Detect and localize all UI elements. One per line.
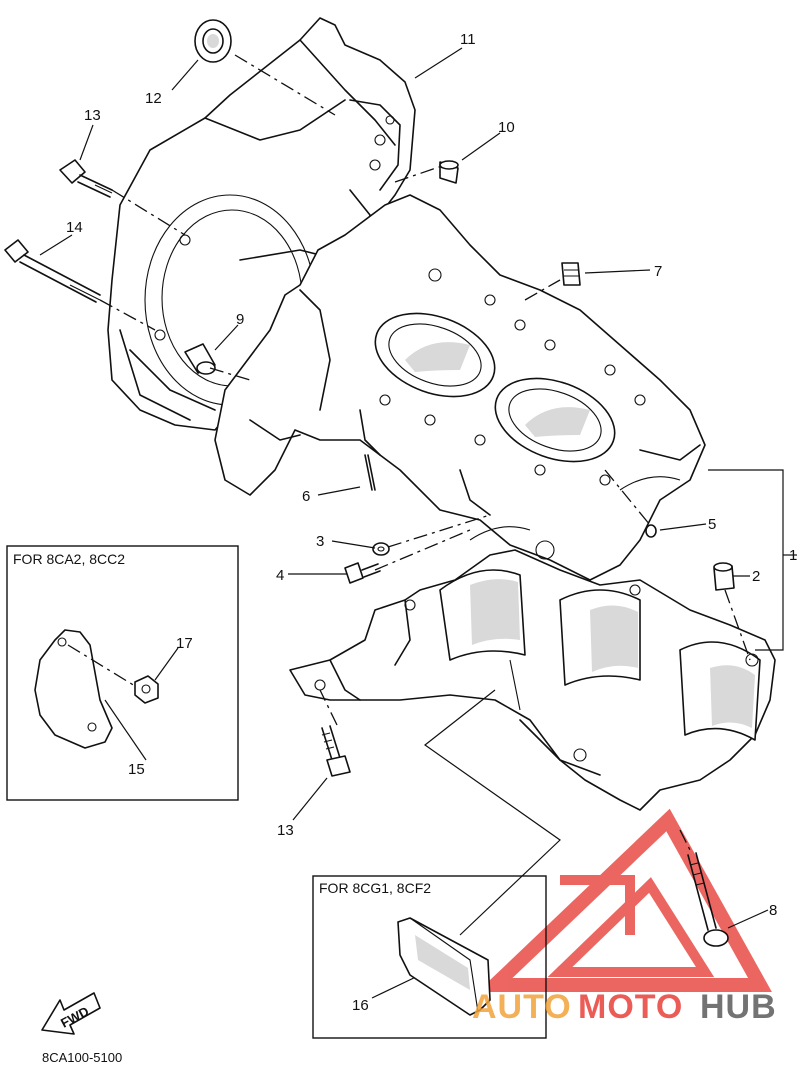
watermark-triangle-outer [477, 808, 772, 992]
label-16: 16 [352, 997, 369, 1014]
detail-leader-bottom [423, 689, 561, 936]
pin-6 [364, 454, 376, 491]
assembly-centerlines [99, 54, 751, 851]
watermark-auto: AUTO [472, 988, 572, 1026]
stud-7 [561, 262, 581, 286]
washer-3 [372, 542, 390, 556]
label-12: 12 [145, 90, 162, 107]
label-5: 5 [708, 516, 716, 533]
label-13-upper: 13 [84, 107, 101, 124]
dowel-10 [439, 160, 459, 184]
lower-crankcase [289, 549, 776, 811]
upper-crankcase [214, 194, 706, 581]
dowel-2 [713, 562, 735, 591]
label-7: 7 [654, 263, 662, 280]
watermark-moto: MOTO [578, 988, 683, 1026]
watermark-triangle-inner [547, 877, 715, 977]
detail-box-8ca2-8cc2 [6, 545, 239, 801]
label-8: 8 [769, 902, 777, 919]
part-number-labels: 11 12 13 14 10 7 9 6 3 4 5 2 1 13 8 17 1… [66, 31, 797, 1014]
dowel-9 [184, 343, 216, 375]
label-13-lower: 13 [277, 822, 294, 839]
bolt-13-upper [59, 159, 113, 198]
label-14: 14 [66, 219, 83, 236]
stud-8 [687, 852, 729, 947]
diagram-code: 8CA100-5100 [42, 1050, 122, 1065]
bolt-13-lower [321, 725, 351, 777]
oil-seal-12 [194, 19, 232, 63]
watermark-logo [477, 808, 772, 992]
detail-box-8cg1-8cf2 [312, 875, 547, 1039]
label-4: 4 [276, 567, 284, 584]
leader-lines [39, 47, 797, 999]
bottom-box-label: FOR 8CG1, 8CF2 [319, 880, 431, 896]
bolt-4 [344, 562, 381, 584]
label-3: 3 [316, 533, 324, 550]
label-2: 2 [752, 568, 760, 585]
label-10: 10 [498, 119, 515, 136]
fwd-arrow-icon [41, 992, 101, 1035]
label-17: 17 [176, 635, 193, 652]
left-box-label: FOR 8CA2, 8CC2 [13, 551, 125, 567]
dowel-5 [645, 524, 657, 538]
label-9: 9 [236, 311, 244, 328]
watermark-hub: HUB [700, 988, 777, 1026]
label-11: 11 [460, 31, 476, 48]
label-1: 1 [789, 547, 797, 564]
watermark-text: AUTO MOTO HUB [472, 988, 777, 1026]
bolt-14 [4, 239, 101, 303]
label-15: 15 [128, 761, 145, 778]
label-6: 6 [302, 488, 310, 505]
